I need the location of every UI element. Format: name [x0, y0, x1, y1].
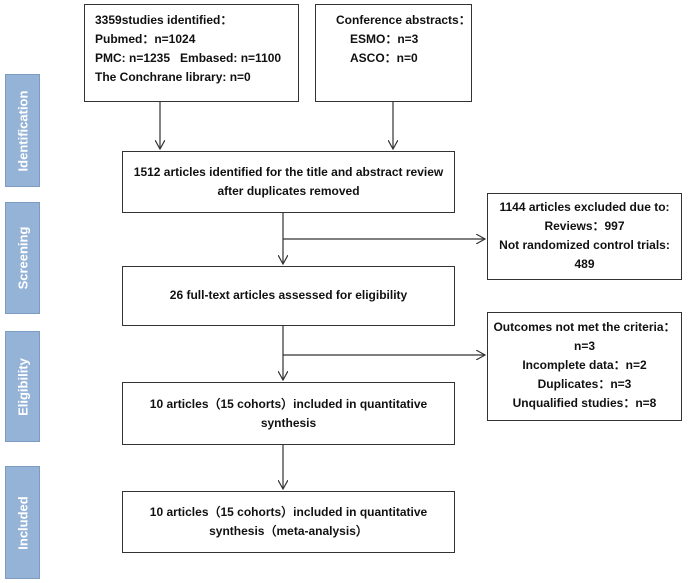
conference-box: Conference abstracts： ESMO：n=3 ASCO：n=0: [315, 4, 472, 102]
conference-asco: ASCO：n=0: [350, 51, 418, 65]
meta-line2: synthesis（meta-analysis）: [209, 524, 368, 538]
databases-box: 3359studies identified： Pubmed：n=1024 PM…: [84, 4, 299, 102]
identified-line2: after duplicates removed: [217, 184, 360, 198]
excluded-not-rct-count: 489: [574, 257, 595, 271]
criteria-unqualified: Unqualified studies：n=8: [512, 396, 657, 410]
fulltext-box: 26 full-text articles assessed for eligi…: [122, 266, 455, 326]
databases-pmc-embased: PMC: n=1235 Embased: n=1100: [95, 51, 282, 65]
meta-box: 10 articles（15 cohorts）included in quant…: [122, 491, 455, 553]
excluded-title: 1144 articles excluded due to:: [499, 200, 670, 214]
stage-identification: Identification: [5, 74, 40, 187]
criteria-duplicates: Duplicates：n=3: [537, 377, 632, 391]
criteria-title: Outcomes not met the criteria：: [493, 320, 676, 334]
excluded-not-rct: Not randomized control trials:: [499, 238, 670, 252]
databases-total: 3359studies identified：: [95, 13, 233, 27]
criteria-box: Outcomes not met the criteria： n=3 Incom…: [487, 312, 682, 421]
quantitative-line2: synthesis: [260, 416, 317, 430]
fulltext-line1: 26 full-text articles assessed for eligi…: [169, 288, 408, 302]
databases-cochrane: The Conchrane library: n=0: [95, 70, 251, 84]
conference-esmo: ESMO：n=3: [350, 32, 419, 46]
stage-screening: Screening: [5, 202, 40, 314]
identified-box: 1512 articles identified for the title a…: [122, 151, 455, 213]
stage-included: Included: [5, 466, 40, 579]
stage-eligibility: Eligibility: [5, 331, 40, 442]
quantitative-line1: 10 articles（15 cohorts）included in quant…: [149, 397, 428, 411]
databases-pubmed: Pubmed：n=1024: [95, 32, 196, 46]
criteria-count: n=3: [573, 339, 595, 353]
excluded-box: 1144 articles excluded due to: Reviews：9…: [487, 193, 682, 280]
conference-title: Conference abstracts：: [336, 13, 471, 27]
excluded-reviews: Reviews：997: [544, 219, 625, 233]
identified-line1: 1512 articles identified for the title a…: [133, 165, 444, 179]
meta-line1: 10 articles（15 cohorts）included in quant…: [149, 505, 428, 519]
quantitative-box: 10 articles（15 cohorts）included in quant…: [122, 382, 455, 445]
criteria-incomplete: Incomplete data：n=2: [522, 358, 647, 372]
